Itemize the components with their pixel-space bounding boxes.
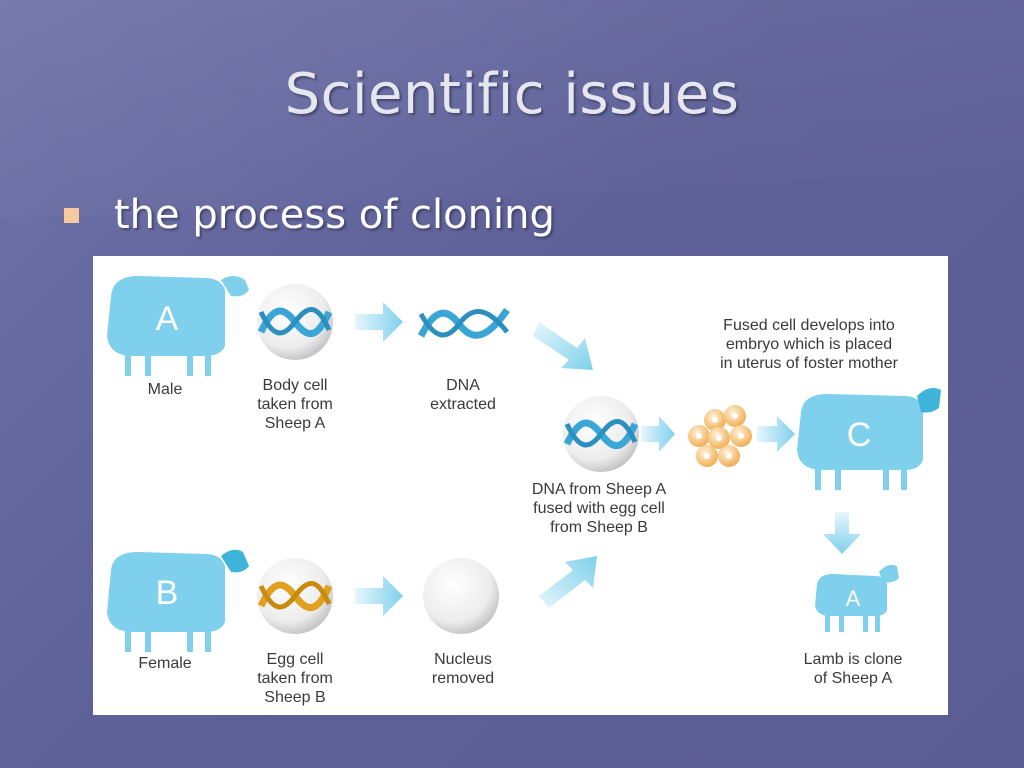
lamb-icon: A bbox=[815, 564, 899, 632]
arrow-down-icon bbox=[823, 512, 861, 554]
arrow-right-icon bbox=[641, 416, 675, 452]
sheep-b-icon: B bbox=[107, 549, 249, 652]
label-lamb-clone: Lamb is clone of Sheep A bbox=[803, 651, 903, 687]
arrow-up-right-icon bbox=[539, 556, 597, 608]
label-body-cell: Body cell taken from Sheep A bbox=[257, 377, 333, 432]
enucleated-cell-icon bbox=[423, 558, 499, 634]
body-cell-icon bbox=[257, 284, 333, 360]
sheep-a-letter: A bbox=[156, 300, 179, 338]
sheep-c-letter: C bbox=[847, 416, 872, 454]
bullet-text: the process of cloning bbox=[114, 192, 555, 238]
label-fused-develops: Fused cell develops into embryo which is… bbox=[720, 317, 898, 372]
arrow-down-right-icon bbox=[533, 322, 593, 370]
sheep-a-icon: A bbox=[107, 276, 249, 376]
cloning-diagram: A B C A bbox=[93, 256, 948, 715]
label-dna-extracted: DNA extracted bbox=[430, 377, 496, 413]
label-fused: DNA from Sheep A fused with egg cell fro… bbox=[531, 481, 667, 536]
dna-extracted-icon bbox=[417, 308, 510, 339]
embryo-icon bbox=[688, 405, 752, 467]
cloning-diagram-graphic: A B C A bbox=[107, 276, 941, 652]
lamb-letter: A bbox=[846, 586, 861, 611]
arrow-right-icon bbox=[355, 576, 403, 616]
bullet-item: the process of cloning bbox=[64, 192, 555, 238]
egg-cell-icon bbox=[257, 558, 333, 634]
bullet-square-icon bbox=[64, 207, 79, 223]
fused-cell-icon bbox=[563, 396, 639, 472]
sheep-b-letter: B bbox=[156, 574, 179, 612]
arrow-right-icon bbox=[757, 416, 795, 452]
label-male: Male bbox=[147, 381, 183, 398]
slide-title: Scientific issues bbox=[284, 62, 740, 127]
label-nucleus-removed: Nucleus removed bbox=[431, 651, 495, 687]
sheep-c-icon: C bbox=[797, 388, 941, 490]
label-egg-cell: Egg cell taken from Sheep B bbox=[257, 651, 333, 706]
label-female: Female bbox=[138, 655, 192, 672]
arrow-right-icon bbox=[355, 302, 403, 342]
